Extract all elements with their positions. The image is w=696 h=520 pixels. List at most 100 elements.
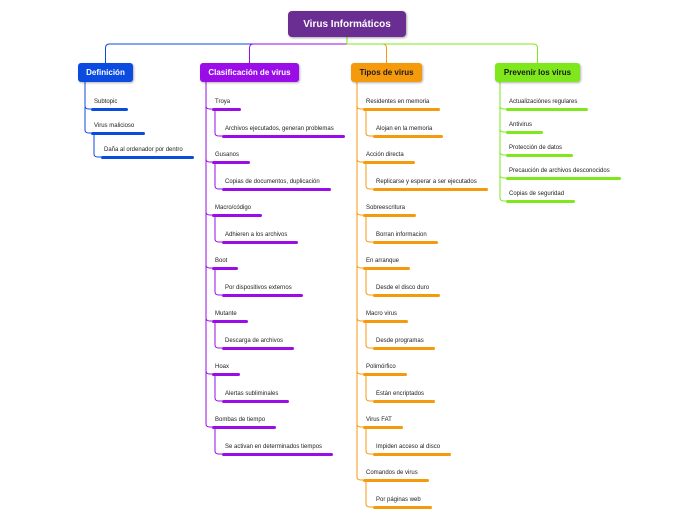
subtopic-tipos-underline (363, 373, 407, 376)
main-topic-definicion[interactable]: Definición (78, 63, 133, 82)
subtopic-prevenir[interactable]: Protección de datos (509, 145, 563, 151)
subtopic-tipos[interactable]: Acción directa (366, 152, 404, 158)
subtopic-child[interactable]: Adhieren a los archivos (225, 232, 288, 238)
subtopic-tipos-underline (363, 161, 415, 164)
connector-child (214, 323, 222, 349)
connector-item (356, 82, 363, 110)
subtopic-child-underline (373, 135, 443, 138)
connector-item (205, 82, 212, 163)
subtopic-prevenir[interactable]: Antivirus (509, 122, 533, 128)
subtopic-tipos-underline (363, 267, 410, 270)
subtopic-tipos[interactable]: Polimórfico (366, 364, 396, 370)
subtopic-child[interactable]: Impiden acceso al disco (376, 444, 441, 450)
subtopic-clasificacion-underline (212, 108, 241, 111)
subtopic-child[interactable]: Están encriptados (376, 391, 425, 397)
connector-item (84, 82, 91, 134)
subtopic-tipos-underline (363, 108, 440, 111)
subtopic-prevenir-underline (506, 108, 588, 111)
subtopic-child-underline (373, 453, 451, 456)
subtopic-child[interactable]: Copias de documentos, duplicación (225, 179, 320, 185)
connector-child (214, 429, 222, 455)
subtopic-prevenir-underline (506, 131, 543, 134)
connector-item (356, 82, 363, 375)
subtopic-child[interactable]: Daña al ordenador por dentro (104, 147, 183, 153)
central-topic-label: Virus Informáticos (303, 18, 391, 30)
main-topic-label: Prevenir los virus (503, 68, 572, 77)
subtopic-child-underline (222, 400, 289, 403)
subtopic-child[interactable]: Desde programas (376, 338, 424, 344)
subtopic-child-underline (373, 506, 432, 509)
subtopic-child[interactable]: Se activan en determinados tiempos (225, 444, 323, 450)
connector-item (356, 82, 363, 216)
subtopic-clasificacion-underline (212, 267, 238, 270)
subtopic-child[interactable]: Replicarse y esperar a ser ejecutados (376, 179, 477, 185)
subtopic-tipos-underline (363, 479, 429, 482)
connector-item (499, 82, 506, 133)
subtopic-child[interactable]: Descarga de archivos (225, 338, 284, 344)
subtopic-child[interactable]: Archivos ejecutados, generan problemas (225, 126, 334, 132)
subtopic-definicion-underline (91, 108, 128, 111)
subtopic-clasificacion[interactable]: Macro/código (215, 205, 252, 211)
subtopic-clasificacion[interactable]: Hoax (215, 364, 230, 370)
subtopic-clasificacion[interactable]: Boot (215, 258, 228, 264)
main-topic-tipos[interactable]: Tipos de virus (351, 63, 422, 82)
main-topic-label: Clasificación de virus (208, 68, 291, 77)
connector-item (205, 82, 212, 375)
subtopic-clasificacion-underline (212, 426, 276, 429)
connector-child (214, 164, 222, 190)
subtopic-definicion[interactable]: Virus malicioso (94, 123, 135, 129)
subtopic-child-underline (373, 400, 435, 403)
subtopic-child[interactable]: Desde el disco duro (376, 285, 430, 291)
connector-item (84, 82, 91, 110)
connector-prevenir (346, 37, 538, 63)
subtopic-prevenir[interactable]: Copias de seguridad (509, 191, 565, 197)
subtopic-prevenir[interactable]: Actualizaciónes regulares (509, 99, 578, 105)
subtopic-child[interactable]: Alertas subliminales (225, 391, 279, 397)
connector-child (365, 217, 373, 243)
connector-child (365, 323, 373, 349)
subtopic-tipos[interactable]: Virus FAT (366, 417, 392, 423)
main-topic-label: Tipos de virus (359, 68, 414, 77)
subtopic-child-underline (373, 188, 488, 191)
subtopic-prevenir-underline (506, 154, 573, 157)
subtopic-clasificacion[interactable]: Troya (215, 99, 231, 105)
subtopic-clasificacion-underline (212, 320, 248, 323)
subtopic-clasificacion[interactable]: Bombas de tiempo (215, 417, 266, 423)
subtopic-child[interactable]: Alojan en la memoria (376, 126, 433, 132)
subtopic-tipos[interactable]: En arranque (366, 258, 400, 264)
connector-item (499, 82, 506, 179)
connector-definicion (105, 37, 348, 63)
connector-child (365, 482, 373, 508)
subtopic-child[interactable]: Borran informacion (376, 232, 427, 238)
connector-child (365, 270, 373, 296)
connector-tipos (346, 37, 387, 63)
subtopic-tipos[interactable]: Macro virus (366, 311, 398, 317)
subtopic-child-underline (373, 241, 438, 244)
subtopic-prevenir[interactable]: Precaución de archivos desconocidos (509, 168, 610, 174)
main-topic-prevenir[interactable]: Prevenir los virus (495, 63, 580, 82)
subtopic-child[interactable]: Por dispositivos externos (225, 285, 292, 291)
subtopic-child-underline (373, 294, 440, 297)
subtopic-definicion[interactable]: Subtopic (94, 99, 118, 105)
connector-item (499, 82, 506, 202)
subtopic-child-underline (222, 241, 298, 244)
connector-child (214, 111, 222, 137)
subtopic-tipos[interactable]: Sobreescritura (366, 205, 406, 211)
subtopic-child-underline (222, 453, 333, 456)
subtopic-child[interactable]: Por páginas web (376, 497, 421, 503)
main-topic-clasificacion[interactable]: Clasificación de virus (200, 63, 299, 82)
subtopic-tipos[interactable]: Residentes en memoria (366, 99, 430, 105)
subtopic-clasificacion[interactable]: Gusanos (215, 152, 240, 158)
subtopic-tipos-underline (363, 320, 408, 323)
connector-child (214, 376, 222, 402)
subtopic-clasificacion[interactable]: Mutante (215, 311, 237, 317)
central-topic[interactable]: Virus Informáticos (288, 11, 406, 37)
subtopic-tipos-underline (363, 426, 403, 429)
subtopic-tipos[interactable]: Comandos de virus (366, 470, 418, 476)
subtopic-child-underline (222, 135, 345, 138)
connector-item (205, 82, 212, 322)
connector-item (499, 82, 506, 156)
connector-item (356, 82, 363, 163)
subtopic-child-underline (222, 347, 294, 350)
